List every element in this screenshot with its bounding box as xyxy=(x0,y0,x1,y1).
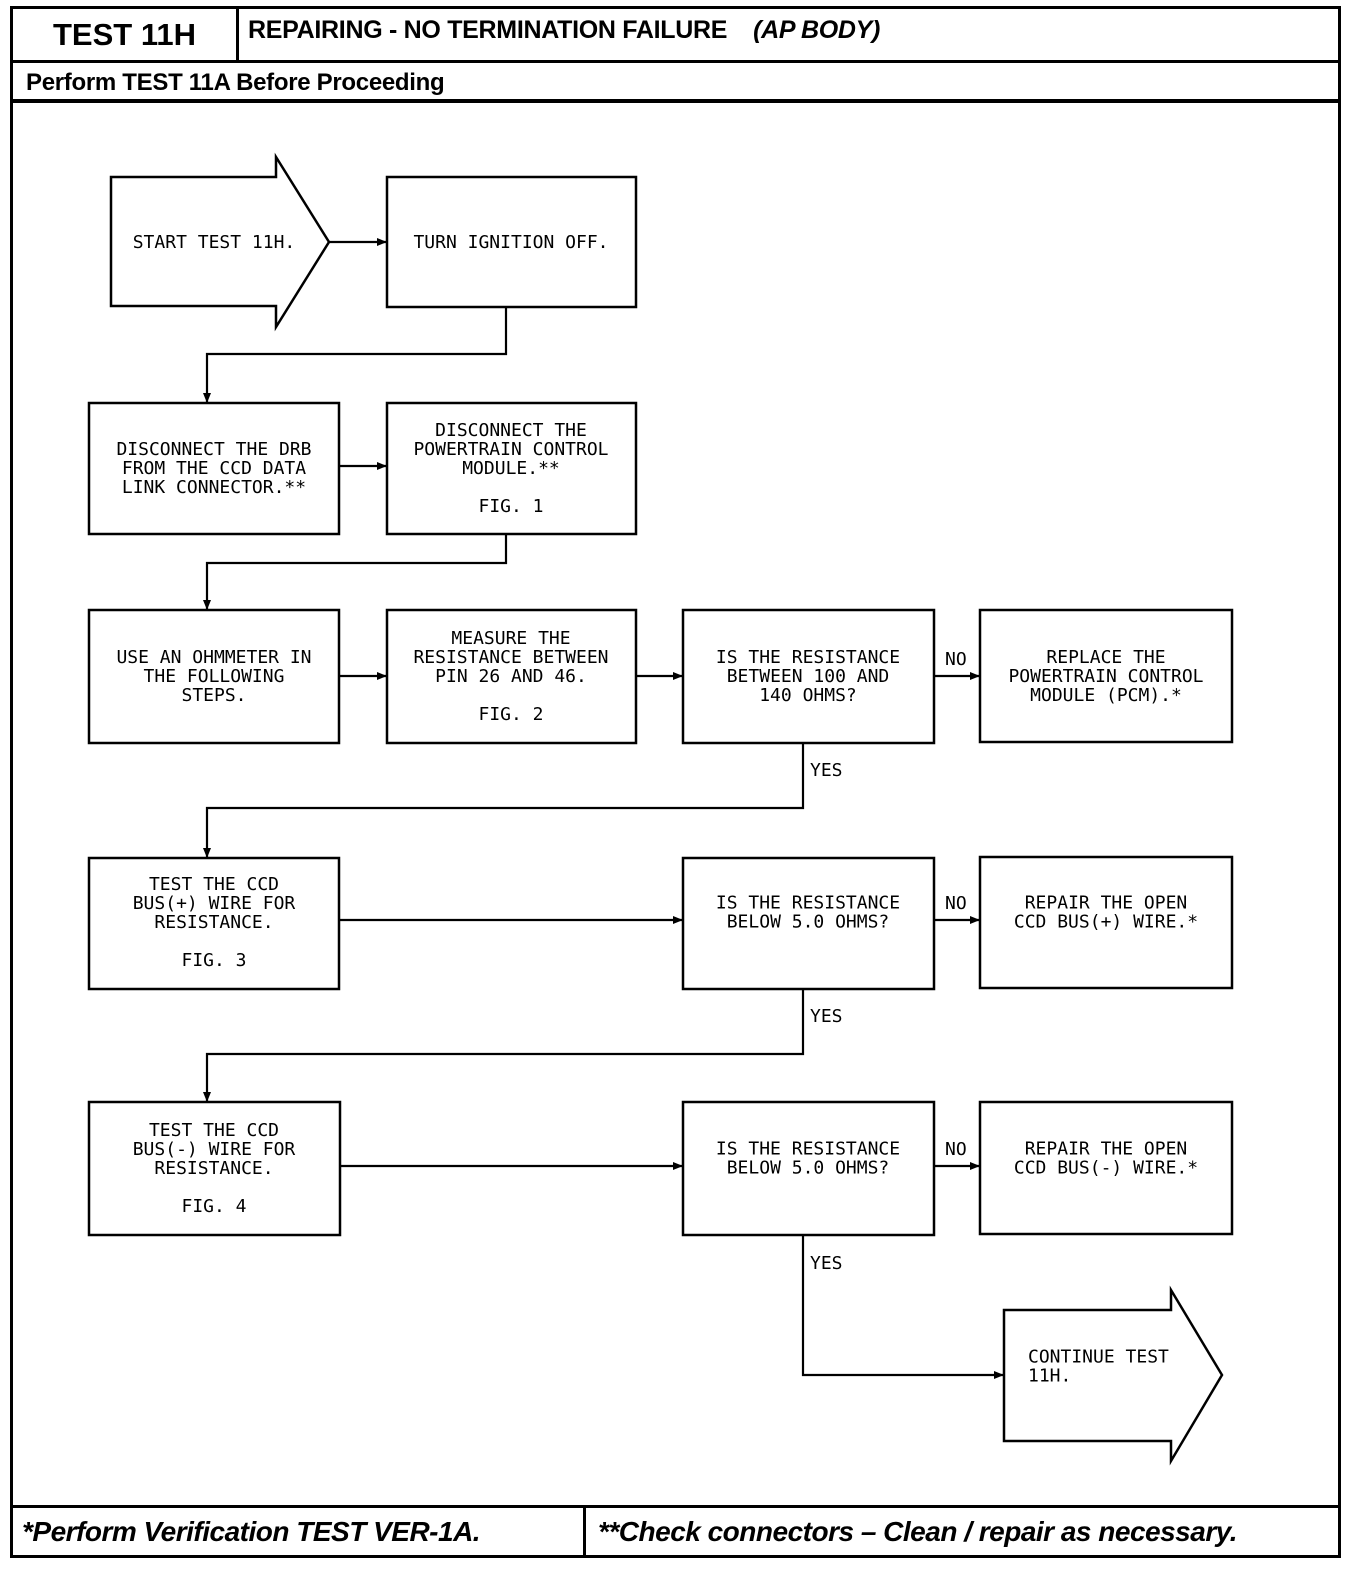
box-text-line: BELOW 5.0 OHMS? xyxy=(727,912,890,933)
box-text-line: FIG. 2 xyxy=(478,704,543,725)
question-plus-box xyxy=(681,856,936,991)
footer-rule xyxy=(10,1505,1341,1508)
box-text-line: FROM THE CCD DATA xyxy=(122,458,306,479)
box-text-line: 11H. xyxy=(1028,1366,1071,1387)
no-label: NO xyxy=(945,893,967,914)
box-text-line: USE AN OHMMETER IN xyxy=(116,647,311,668)
connector-pcm-ohmmeter xyxy=(203,534,508,610)
box-text-line: BETWEEN 100 AND xyxy=(727,666,890,687)
box-text-line: RESISTANCE. xyxy=(154,1158,273,1179)
disconnect-pcm-box xyxy=(385,401,638,536)
box-text-line: CCD BUS(-) WIRE.* xyxy=(1014,1158,1198,1179)
title-qualifier: (AP BODY) xyxy=(753,16,881,44)
box-text-line: FIG. 1 xyxy=(478,496,543,517)
test-bus-plus-box xyxy=(87,856,341,991)
test-id: TEST 11H xyxy=(10,6,239,63)
repair-plus-box xyxy=(978,855,1234,990)
page-title: REPAIRING - NO TERMINATION FAILURE (AP BO… xyxy=(248,16,880,45)
replace-pcm-box xyxy=(978,608,1234,744)
yes-label: YES xyxy=(810,1006,843,1027)
box-text-line: DISCONNECT THE xyxy=(435,420,587,441)
footer-divider xyxy=(583,1505,586,1558)
box-text-line: POWERTRAIN CONTROL xyxy=(1008,666,1203,687)
box-text-line: IS THE RESISTANCE xyxy=(716,893,900,914)
box-text-line: MODULE.** xyxy=(462,458,560,479)
box-text-line: PIN 26 AND 46. xyxy=(435,666,587,687)
page-subtitle: Perform TEST 11A Before Proceeding xyxy=(26,69,445,96)
page-frame xyxy=(10,6,1341,1558)
box-text-line: RESISTANCE BETWEEN xyxy=(413,647,608,668)
box-text-line: FIG. 3 xyxy=(181,950,246,971)
box-text-line: BUS(+) WIRE FOR xyxy=(133,893,296,914)
box-text-line: BUS(-) WIRE FOR xyxy=(133,1139,296,1160)
title-main: REPAIRING - NO TERMINATION FAILURE xyxy=(248,16,728,44)
header-divider xyxy=(236,60,1341,63)
repair-minus-box xyxy=(978,1100,1234,1236)
ignition-box xyxy=(385,175,638,309)
header-rule xyxy=(10,99,1341,103)
box-text-line: STEPS. xyxy=(181,685,246,706)
box-text-line: TURN IGNITION OFF. xyxy=(413,232,608,253)
yes-label: YES xyxy=(810,760,843,781)
box-text-line: RESISTANCE. xyxy=(154,912,273,933)
connector-yes-bus-minus xyxy=(203,989,805,1102)
start-arrow-shape xyxy=(109,152,331,332)
continue-arrow-shape xyxy=(1002,1285,1224,1466)
box-text-line: MODULE (PCM).* xyxy=(1030,685,1182,706)
connector-yes-continue xyxy=(801,1235,1004,1379)
no-label: NO xyxy=(945,1139,967,1160)
footer-note-right: **Check connectors – Clean / repair as n… xyxy=(598,1516,1238,1547)
box-text-line: THE FOLLOWING xyxy=(144,666,285,687)
box-text-line: MEASURE THE xyxy=(451,628,570,649)
start-text: START TEST 11H. xyxy=(133,232,296,253)
box-text-line: REPAIR THE OPEN xyxy=(1025,893,1188,914)
connector-ignition-drb xyxy=(203,307,508,403)
box-text-line: CONTINUE TEST xyxy=(1028,1347,1169,1368)
box-text-line: LINK CONNECTOR.** xyxy=(122,477,306,498)
box-text-line: DISCONNECT THE DRB xyxy=(116,439,311,460)
box-text-line: REPAIR THE OPEN xyxy=(1025,1139,1188,1160)
test-bus-minus-box xyxy=(87,1100,342,1237)
no-label: NO xyxy=(945,649,967,670)
box-text-line: CCD BUS(+) WIRE.* xyxy=(1014,912,1198,933)
footer-note-left: *Perform Verification TEST VER-1A. xyxy=(22,1516,481,1547)
box-text-line: BELOW 5.0 OHMS? xyxy=(727,1158,890,1179)
box-text-line: FIG. 4 xyxy=(181,1196,246,1217)
question-minus-box xyxy=(681,1100,936,1237)
yes-label: YES xyxy=(810,1253,843,1274)
box-text-line: TEST THE CCD xyxy=(149,1120,279,1141)
box-text-line: TEST THE CCD xyxy=(149,874,279,895)
disconnect-drb-box xyxy=(87,401,341,536)
ignition-text: TURN IGNITION OFF. xyxy=(413,232,608,253)
connector-yes-bus-plus xyxy=(203,743,805,858)
box-text-line: POWERTRAIN CONTROL xyxy=(413,439,608,460)
box-text-line: IS THE RESISTANCE xyxy=(716,647,900,668)
box-text-line: IS THE RESISTANCE xyxy=(716,1139,900,1160)
box-text-line: 140 OHMS? xyxy=(759,685,857,706)
box-text-line: START TEST 11H. xyxy=(133,232,296,253)
box-text-line: REPLACE THE xyxy=(1046,647,1165,668)
